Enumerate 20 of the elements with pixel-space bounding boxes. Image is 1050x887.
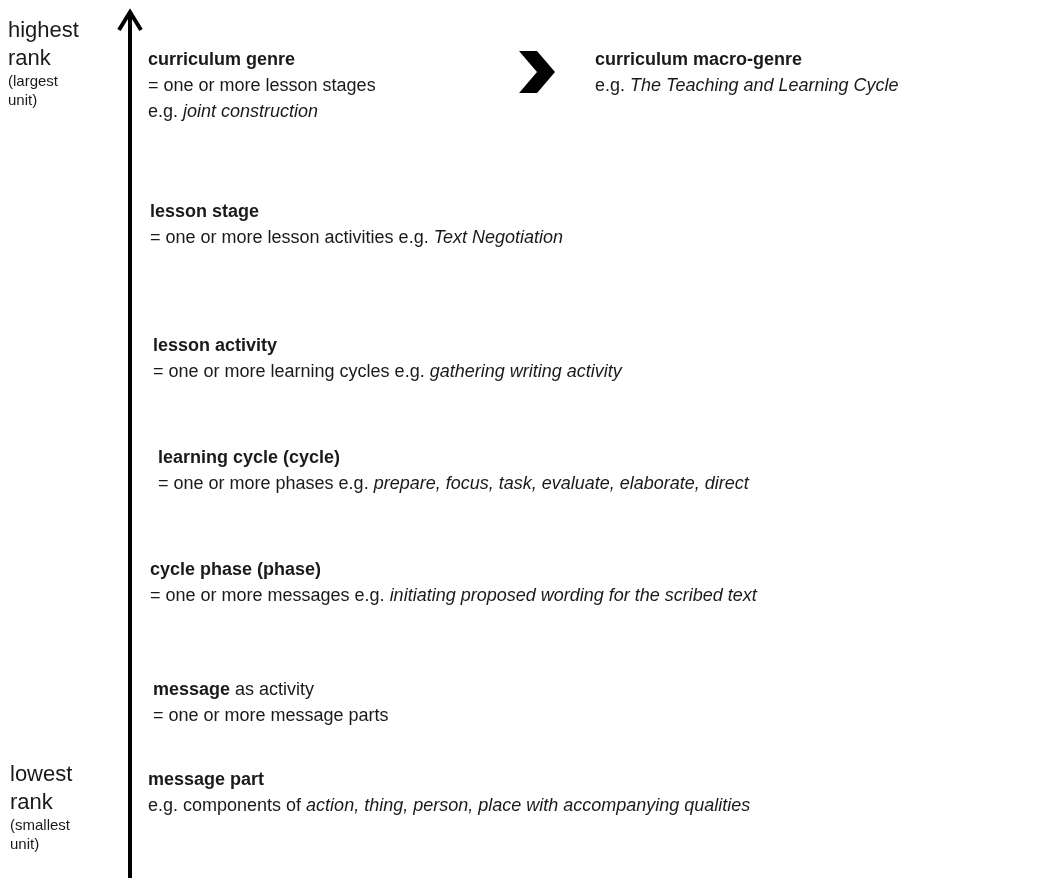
unit-heading: curriculum macro-genre bbox=[595, 48, 804, 71]
unit-description: e.g. components of action, thing, person, place with accompanying qualities bbox=[148, 794, 752, 818]
rank-label: highest rank bbox=[8, 16, 80, 71]
unit-description: = one or more learning cycles e.g. gathering writing activity bbox=[153, 360, 624, 384]
unit-heading: lesson activity bbox=[153, 334, 279, 357]
rank-label: (largest unit) bbox=[8, 72, 60, 110]
rank-label: (smallest unit) bbox=[10, 816, 71, 854]
unit-heading: message as activity bbox=[153, 678, 316, 701]
unit-description: = one or more messages e.g. initiating proposed wording for the scribed text bbox=[150, 584, 759, 608]
unit-heading: learning cycle (cycle) bbox=[158, 446, 342, 469]
unit-description: e.g. The Teaching and Learning Cycle bbox=[595, 74, 900, 98]
unit-description: = one or more message parts bbox=[153, 704, 390, 728]
unit-heading: curriculum genre bbox=[148, 48, 297, 71]
unit-heading: lesson stage bbox=[150, 200, 261, 223]
unit-heading: message part bbox=[148, 768, 266, 791]
rank-label: lowest rank bbox=[10, 760, 74, 815]
unit-description: = one or more phases e.g. prepare, focus, task, evaluate, elaborate, direct bbox=[158, 472, 751, 496]
unit-description: = one or more lesson activities e.g. Text Negotiation bbox=[150, 226, 565, 250]
unit-description: = one or more lesson stages e.g. joint construction bbox=[148, 74, 377, 124]
unit-heading: cycle phase (phase) bbox=[150, 558, 323, 581]
